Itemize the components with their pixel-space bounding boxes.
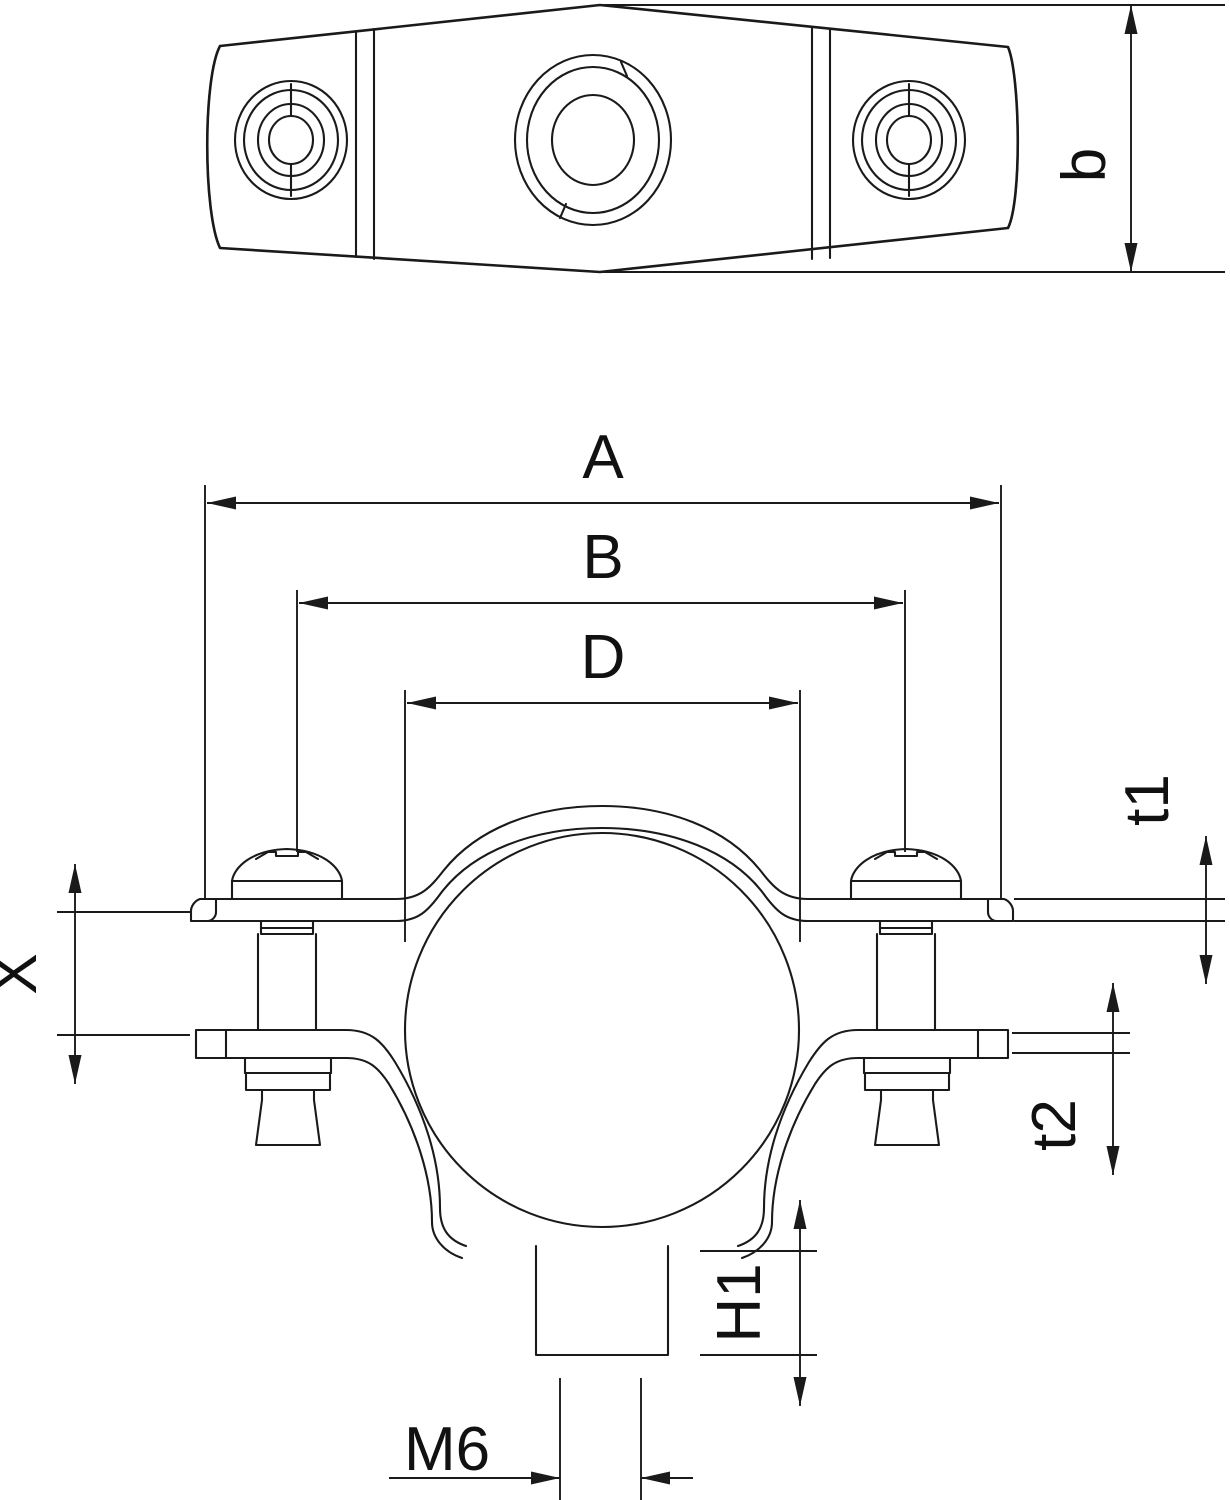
screw-right-slot bbox=[873, 850, 939, 861]
screw-left-tip bbox=[254, 1098, 322, 1147]
pipe-circle bbox=[403, 831, 801, 1229]
clamp-band-outer-lower-right bbox=[736, 1028, 1003, 1248]
top-view-boss-left bbox=[233, 79, 349, 201]
clamp-band-outer-upper bbox=[205, 804, 999, 901]
top-view-boss-center bbox=[513, 53, 673, 227]
screw-left-nut-inner bbox=[260, 1088, 316, 1102]
clamp-right-wing-lower-end bbox=[999, 1028, 1010, 1060]
screw-right-shank bbox=[875, 932, 937, 1032]
dimension-X: X bbox=[0, 864, 190, 1084]
dimension-H1: H1 bbox=[700, 1200, 817, 1406]
screw-left-slot bbox=[254, 850, 320, 861]
dimension-M6-label: M6 bbox=[404, 1415, 490, 1484]
clamp-band-inner-lower-right bbox=[740, 1056, 1003, 1260]
clamp-right-wing-upper-end bbox=[995, 897, 1015, 923]
clamp-left-wing-lower-end bbox=[194, 1028, 205, 1060]
m6-stud bbox=[534, 1244, 670, 1357]
dimension-t1: t1 bbox=[1014, 774, 1225, 984]
front-view-group: A B D bbox=[0, 423, 1225, 1500]
m6-stud-body bbox=[534, 1244, 670, 1357]
dimension-H1-label: H1 bbox=[705, 1263, 774, 1342]
clamp-band-inner-lower bbox=[201, 1056, 464, 1260]
dimension-A-label: A bbox=[582, 423, 624, 492]
top-view-group: b bbox=[206, 3, 1225, 274]
screw-left-head bbox=[230, 847, 344, 901]
dimension-t2-label: t2 bbox=[1020, 1099, 1089, 1151]
dimension-b: b bbox=[600, 4, 1225, 273]
screw-left bbox=[230, 847, 344, 1147]
dimension-t1-label: t1 bbox=[1113, 774, 1182, 826]
clamp-band-inner-upper bbox=[205, 826, 999, 923]
screw-right-tip bbox=[873, 1098, 941, 1147]
clamp-right-wing-upper-notch bbox=[986, 897, 999, 923]
dimension-A: A bbox=[204, 423, 1002, 900]
top-view-left-end-cap bbox=[206, 44, 222, 250]
clamp-left-wing-upper-end bbox=[189, 897, 209, 923]
top-view-boss-right bbox=[851, 79, 967, 201]
dimension-B-label: B bbox=[582, 523, 623, 592]
screw-right bbox=[849, 847, 963, 1147]
dimension-b-label: b bbox=[1050, 148, 1119, 182]
top-view-right-end-cap bbox=[1006, 45, 1019, 230]
dimension-t2: t2 bbox=[1012, 983, 1130, 1175]
dimension-M6: M6 bbox=[389, 1378, 693, 1500]
top-view-body-outline bbox=[206, 3, 1020, 274]
dimension-D-label: D bbox=[581, 623, 626, 692]
screw-left-shank bbox=[256, 932, 318, 1032]
clamp-left-wing-upper-notch bbox=[205, 897, 218, 923]
dimension-B: B bbox=[296, 523, 906, 852]
screw-right-head bbox=[849, 847, 963, 901]
dimension-X-label: X bbox=[0, 953, 50, 994]
dimension-D: D bbox=[404, 623, 801, 942]
clamp-band-outer-lower bbox=[201, 1028, 468, 1248]
screw-right-nut-inner bbox=[879, 1088, 935, 1102]
